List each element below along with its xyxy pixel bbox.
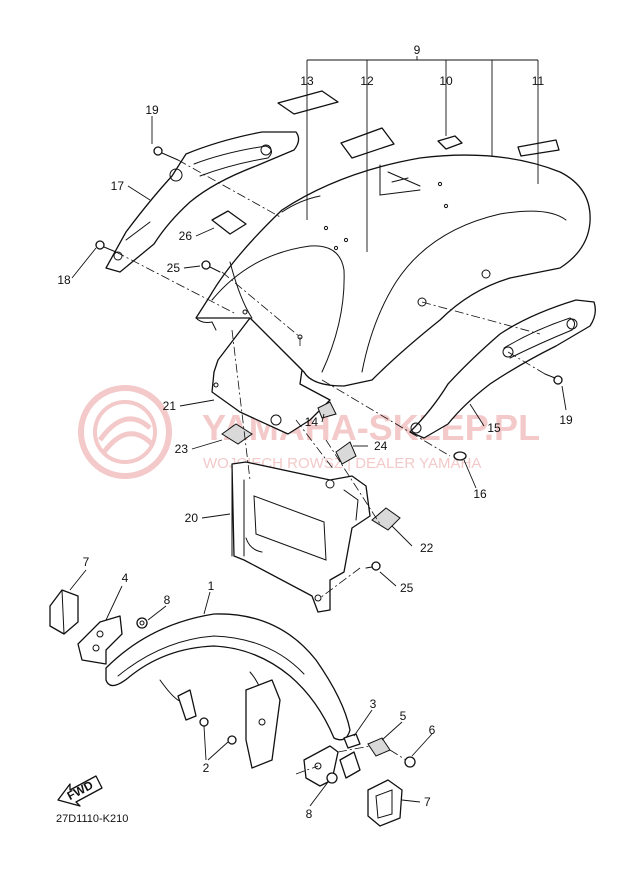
callout-24: 24: [374, 439, 388, 453]
bolt-2-a: [199, 717, 209, 727]
bolt-25-top: [201, 260, 221, 273]
mud-guard-panel: [211, 317, 331, 435]
callout-8-right: 8: [306, 807, 313, 821]
damper-23: [221, 423, 253, 445]
callout-26: 26: [179, 229, 193, 243]
rear-fender-lower: [231, 461, 371, 613]
callout-4: 4: [122, 571, 129, 585]
nut-8-right: [326, 772, 338, 784]
callout-23: 23: [175, 442, 189, 456]
callout-16: 16: [473, 487, 487, 501]
callout-19-left: 19: [145, 103, 159, 117]
callout-8-left: 8: [164, 593, 171, 607]
callout-6: 6: [429, 723, 436, 737]
damper-22: [371, 507, 401, 531]
fwd-arrow-icon: FWD: [57, 775, 103, 807]
bolt-2-b: [227, 735, 237, 745]
side-cover-bracket-left: [105, 131, 300, 273]
assembly-lines: [115, 159, 546, 599]
callout-5: 5: [400, 709, 407, 723]
callout-18: 18: [57, 273, 71, 287]
side-cover-bracket-right: [409, 299, 596, 439]
fender-stay-left: [177, 689, 197, 721]
bolt-25-bottom: [365, 561, 381, 571]
label-26: [211, 210, 247, 235]
leader-lines: [69, 88, 567, 807]
callout-15: 15: [487, 421, 501, 435]
callout-14: 14: [305, 415, 319, 429]
rear-fender: [195, 154, 591, 387]
callout-12: 12: [360, 74, 374, 88]
callout-21: 21: [163, 399, 177, 413]
label-set-bracket: [306, 56, 539, 163]
callout-25-bottom: 25: [400, 581, 414, 595]
diagram-code: 27D1110-K210: [56, 813, 128, 825]
callout-13: 13: [300, 74, 314, 88]
nut-8-left: [136, 617, 148, 629]
front-assembly-lines: [295, 745, 407, 775]
fender-stay-right: [245, 679, 281, 769]
bolt-19-right: [544, 373, 563, 385]
callout-3: 3: [370, 697, 377, 711]
callout-17: 17: [111, 179, 125, 193]
callout-11: 11: [532, 74, 545, 88]
nut-16: [453, 451, 467, 461]
callout-7-left: 7: [83, 555, 90, 569]
callout-7-right: 7: [424, 795, 431, 809]
label-11: [517, 139, 560, 157]
front-fender: [105, 613, 351, 741]
callout-9: 9: [414, 43, 421, 57]
label-12: [340, 127, 395, 159]
screw-18: [95, 240, 117, 253]
clip-5: [367, 737, 391, 757]
callout-25-top: 25: [167, 261, 181, 275]
reflector-bracket-left: [77, 615, 123, 665]
reflector-right: [367, 779, 403, 827]
nut-6: [404, 756, 416, 768]
callout-20: 20: [185, 511, 199, 525]
watermark-logo-icon: [78, 385, 172, 479]
callout-2: 2: [203, 761, 210, 775]
bolt-19-left: [153, 146, 179, 161]
label-10: [437, 135, 463, 150]
label-13: [277, 90, 339, 115]
damper-24: [335, 441, 357, 465]
callout-22: 22: [420, 541, 434, 555]
callout-19-right: 19: [559, 413, 573, 427]
reflector-left: [49, 589, 79, 635]
collar-3: [343, 733, 361, 749]
callout-1: 1: [208, 579, 215, 593]
callout-10: 10: [439, 74, 453, 88]
callouts: 9 13 12 10 11 19 17 26 25 18 21 14 15 19…: [57, 43, 573, 821]
damper-14: [317, 401, 337, 419]
